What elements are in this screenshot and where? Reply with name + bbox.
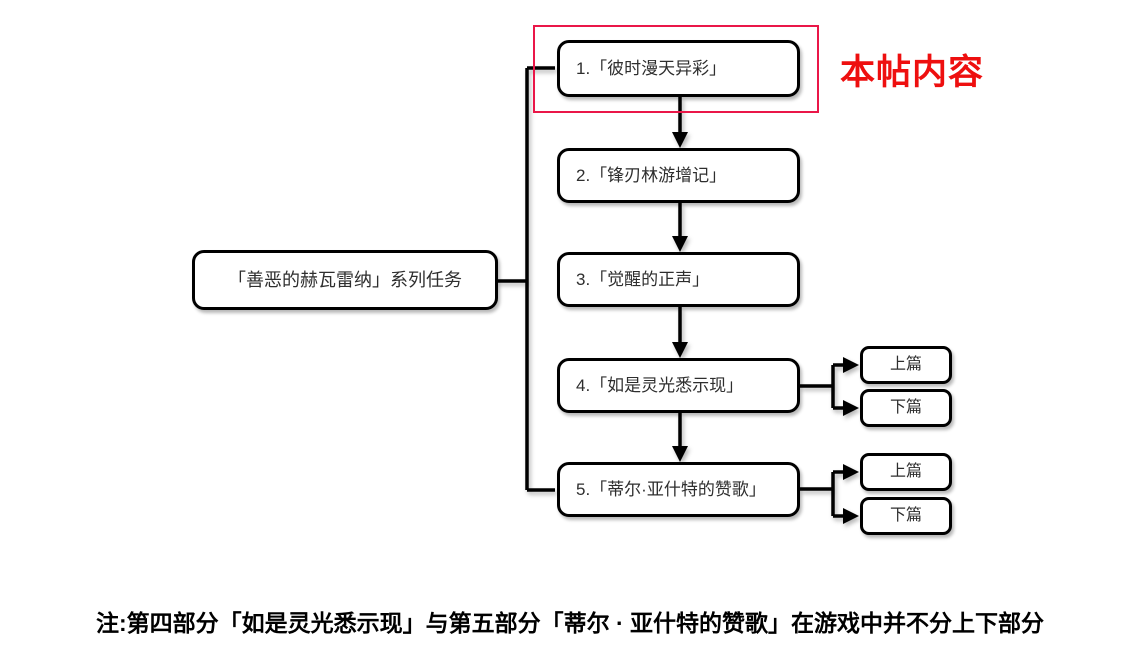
step4-branch-lower-label: 下篇 bbox=[889, 399, 922, 416]
trunk-connector bbox=[497, 66, 555, 492]
step-label-3: 3.「觉醒的正声」 bbox=[576, 270, 710, 289]
step5-branch-upper-node: 上篇 bbox=[860, 453, 952, 491]
highlight-rect bbox=[533, 25, 819, 113]
arrowhead-right-icon bbox=[843, 464, 859, 480]
arrowhead-down-icon bbox=[672, 342, 688, 358]
step5-branch-lower-node: 下篇 bbox=[860, 497, 952, 535]
step4-branch-connector bbox=[800, 363, 845, 410]
step4-branch-upper-node: 上篇 bbox=[860, 346, 952, 384]
step-node-4: 4.「如是灵光悉示现」 bbox=[557, 358, 800, 413]
step-label-4: 4.「如是灵光悉示现」 bbox=[576, 376, 744, 395]
note-text: 注:第四部分「如是灵光悉示现」与第五部分「蒂尔 · 亚什特的赞歌」在游戏中并不分… bbox=[95, 610, 1045, 636]
arrowhead-right-icon bbox=[843, 357, 859, 373]
highlight-annotation: 本帖内容 bbox=[840, 53, 985, 92]
step-node-1: 1.「彼时漫天异彩」 bbox=[557, 40, 800, 97]
step5-branch-upper-label: 上篇 bbox=[889, 463, 922, 480]
arrowhead-right-icon bbox=[843, 508, 859, 524]
series-root-label: 「善恶的赫瓦雷纳」系列任务 bbox=[228, 270, 462, 290]
step-label-1: 1.「彼时漫天异彩」 bbox=[576, 59, 727, 78]
step4-branch-upper-label: 上篇 bbox=[889, 356, 922, 373]
arrowhead-down-icon bbox=[672, 236, 688, 252]
step-node-2: 2.「锋刃林游增记」 bbox=[557, 148, 800, 203]
step4-branch-lower-node: 下篇 bbox=[860, 389, 952, 427]
series-root-node: 「善恶的赫瓦雷纳」系列任务 bbox=[192, 250, 498, 310]
step-node-3: 3.「觉醒的正声」 bbox=[557, 252, 800, 307]
step-label-2: 2.「锋刃林游增记」 bbox=[576, 166, 727, 185]
arrowhead-down-icon bbox=[672, 132, 688, 148]
arrowhead-right-icon bbox=[843, 400, 859, 416]
step5-branch-connector bbox=[800, 470, 845, 518]
arrowhead-down-icon bbox=[672, 446, 688, 462]
step-label-5: 5.「蒂尔·亚什特的赞歌」 bbox=[576, 480, 766, 499]
step5-branch-lower-label: 下篇 bbox=[889, 507, 922, 524]
step-node-5: 5.「蒂尔·亚什特的赞歌」 bbox=[557, 462, 800, 517]
